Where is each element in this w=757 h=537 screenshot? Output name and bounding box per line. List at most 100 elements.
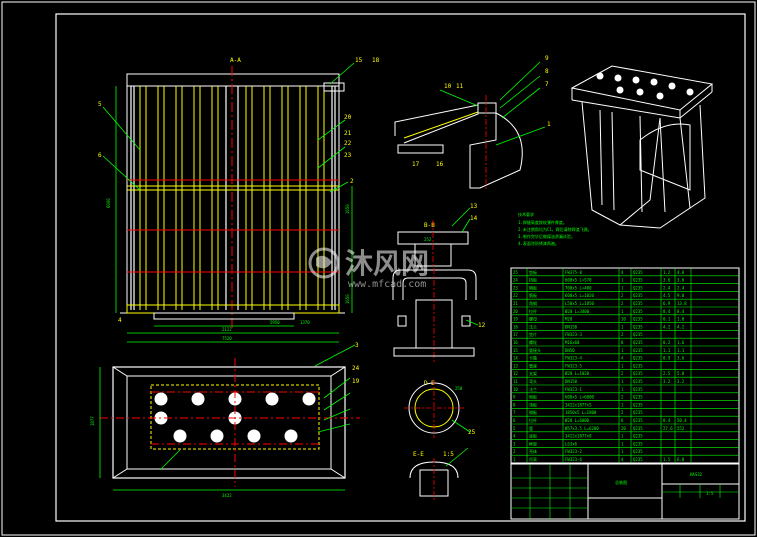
part-no-10: 10: [444, 83, 452, 90]
bom-cell: 筋板: [529, 292, 537, 298]
section-dd-view: D-D 250: [404, 380, 471, 438]
bom-cell: Q235: [633, 371, 643, 376]
bom-cell: 14: [513, 356, 518, 361]
part-no-19: 19: [352, 378, 360, 385]
bom-cell: 5.0: [677, 371, 685, 376]
dim-dd-width: 250: [455, 386, 463, 391]
part-no-22: 22: [344, 140, 352, 147]
bom-cell: 4: [621, 356, 624, 361]
bom-cell: 8.4: [663, 309, 671, 314]
bom-cell: 1: [621, 324, 624, 329]
dim-plan-height: 1877: [90, 416, 95, 426]
bom-cell: 吊耳: [529, 457, 537, 462]
bom-cell: 壳体: [529, 448, 537, 454]
notes-line-3: 3.制作完毕后做煤油渗漏试验。: [518, 233, 575, 239]
plan-view: 3422 1877: [90, 358, 360, 498]
bom-cell: 管座: [529, 362, 537, 368]
bom-cell: 27.6: [663, 426, 673, 431]
bom-cell: 1.2: [663, 270, 671, 275]
bom-cell: 3.6: [677, 278, 685, 283]
bom-cell: 1.1: [677, 348, 685, 353]
bom-cell: Q235: [633, 387, 643, 392]
part-no-14: 14: [470, 215, 478, 222]
bom-cell: Q235: [633, 278, 643, 283]
bom-cell: 1.6: [677, 340, 685, 345]
bom-cell: 11: [513, 379, 518, 384]
bom-cell: 9.0: [677, 293, 685, 298]
bom-cell: 1: [621, 441, 624, 446]
bom-cell: 1: [621, 309, 624, 314]
dim-front-sub: 2122: [222, 327, 232, 332]
bom-cell: L50x5 L=1850: [565, 301, 594, 306]
front-section-view: A-A: [102, 57, 356, 367]
part-no-16: 16: [436, 161, 444, 168]
bom-cell: 3.2: [663, 379, 671, 384]
bom-cell: 框架: [529, 440, 537, 446]
bom-cell: FW323-1: [565, 387, 582, 392]
bom-cell: Ø20 L=1020: [565, 371, 590, 376]
notes-line-4: 4.表面涂防锈漆两遍。: [518, 240, 559, 246]
bom-cell: 3.6: [663, 278, 671, 283]
bom-cell: M20: [565, 317, 573, 322]
part-no-15: 15: [355, 57, 363, 64]
dim-front-width: 7520: [222, 336, 232, 341]
dim-bb-width: 252: [424, 237, 432, 242]
bom-cell: 1: [621, 402, 624, 407]
bom-cell: 13.8: [677, 301, 687, 306]
bom-cell: Q235: [633, 332, 643, 337]
bom-cell: Q235: [633, 340, 643, 345]
bom-cell: 4: [621, 270, 624, 275]
bom-cell: 1: [621, 449, 624, 454]
bom-cell: 1: [621, 278, 624, 283]
bom-cell: Q235: [633, 348, 643, 353]
bom-cell: 1: [621, 363, 624, 368]
bom-cell: 挡板: [529, 277, 537, 283]
bom-cell: FW375-8: [565, 270, 582, 275]
bom-cell: 2: [513, 449, 516, 454]
bom-cell: Ø20 L=3400: [565, 309, 590, 314]
bom-cell: 4: [621, 457, 624, 462]
bom-cell: 6: [513, 418, 516, 423]
bom-cell: DN150: [565, 324, 578, 329]
bom-cell: 卡箍: [529, 355, 537, 361]
section-bb-view: B-B 252: [392, 207, 479, 362]
bom-cell: 管接头: [529, 347, 541, 353]
bom-cell: 1: [621, 285, 624, 290]
bom-cell: 3422x1877x8: [565, 434, 592, 439]
bom-cell: 管: [529, 425, 533, 431]
bom-cell: 16: [513, 340, 518, 345]
dim-right-h2: 1650: [345, 204, 350, 214]
bom-cell: 0.9: [663, 356, 671, 361]
bom-cell: 600x5 L=570: [565, 278, 592, 283]
bom-cell: 1: [621, 434, 624, 439]
technical-notes: 技术要求 1.焊缝高度按较薄件厚度。 2.未注倒角均为C1，焊后清除焊渣飞溅。 …: [518, 211, 592, 246]
bom-cell: 1.0: [677, 317, 685, 322]
bom-cell: Q235: [633, 457, 643, 462]
bom-cell: 3.2: [677, 379, 685, 384]
bom-cell: 22: [513, 293, 518, 298]
part-no-11: 11: [456, 83, 464, 90]
bom-cell: 7: [513, 410, 516, 415]
bom-cell: 25: [513, 270, 518, 275]
bom-cell: 3422x1877x5: [565, 402, 592, 407]
part-number-balloons: 9 8 7 10 11 1 17 16 5 6 4 15 18 20 21 22…: [98, 55, 551, 436]
bom-cell: 23: [513, 285, 518, 290]
section-ee-ratio: 1:5: [443, 451, 454, 458]
bom-cell: 底板: [529, 433, 537, 439]
bom-cell: 弯头: [529, 378, 537, 384]
bom-cell: 1.1: [663, 348, 671, 353]
bom-cell: 700x5 L=400: [565, 285, 592, 290]
bom-cell: 2.4: [663, 285, 671, 290]
bom-cell: 1850x5 L=1800: [565, 410, 597, 415]
part-no-4: 4: [118, 317, 122, 324]
bom-cell: 20: [621, 426, 626, 431]
bom-cell: 4: [513, 434, 516, 439]
bom-cell: Q235: [633, 402, 643, 407]
bom-cell: 1: [621, 387, 624, 392]
bom-cell: Q235: [633, 434, 643, 439]
bom-cell: 600x5 L=6000: [565, 395, 594, 400]
bom-cell: 支架: [529, 370, 537, 376]
bom-cell: 1: [621, 348, 624, 353]
bom-cell: FW323-5: [565, 363, 582, 368]
bom-cell: FW323-4: [565, 356, 582, 361]
